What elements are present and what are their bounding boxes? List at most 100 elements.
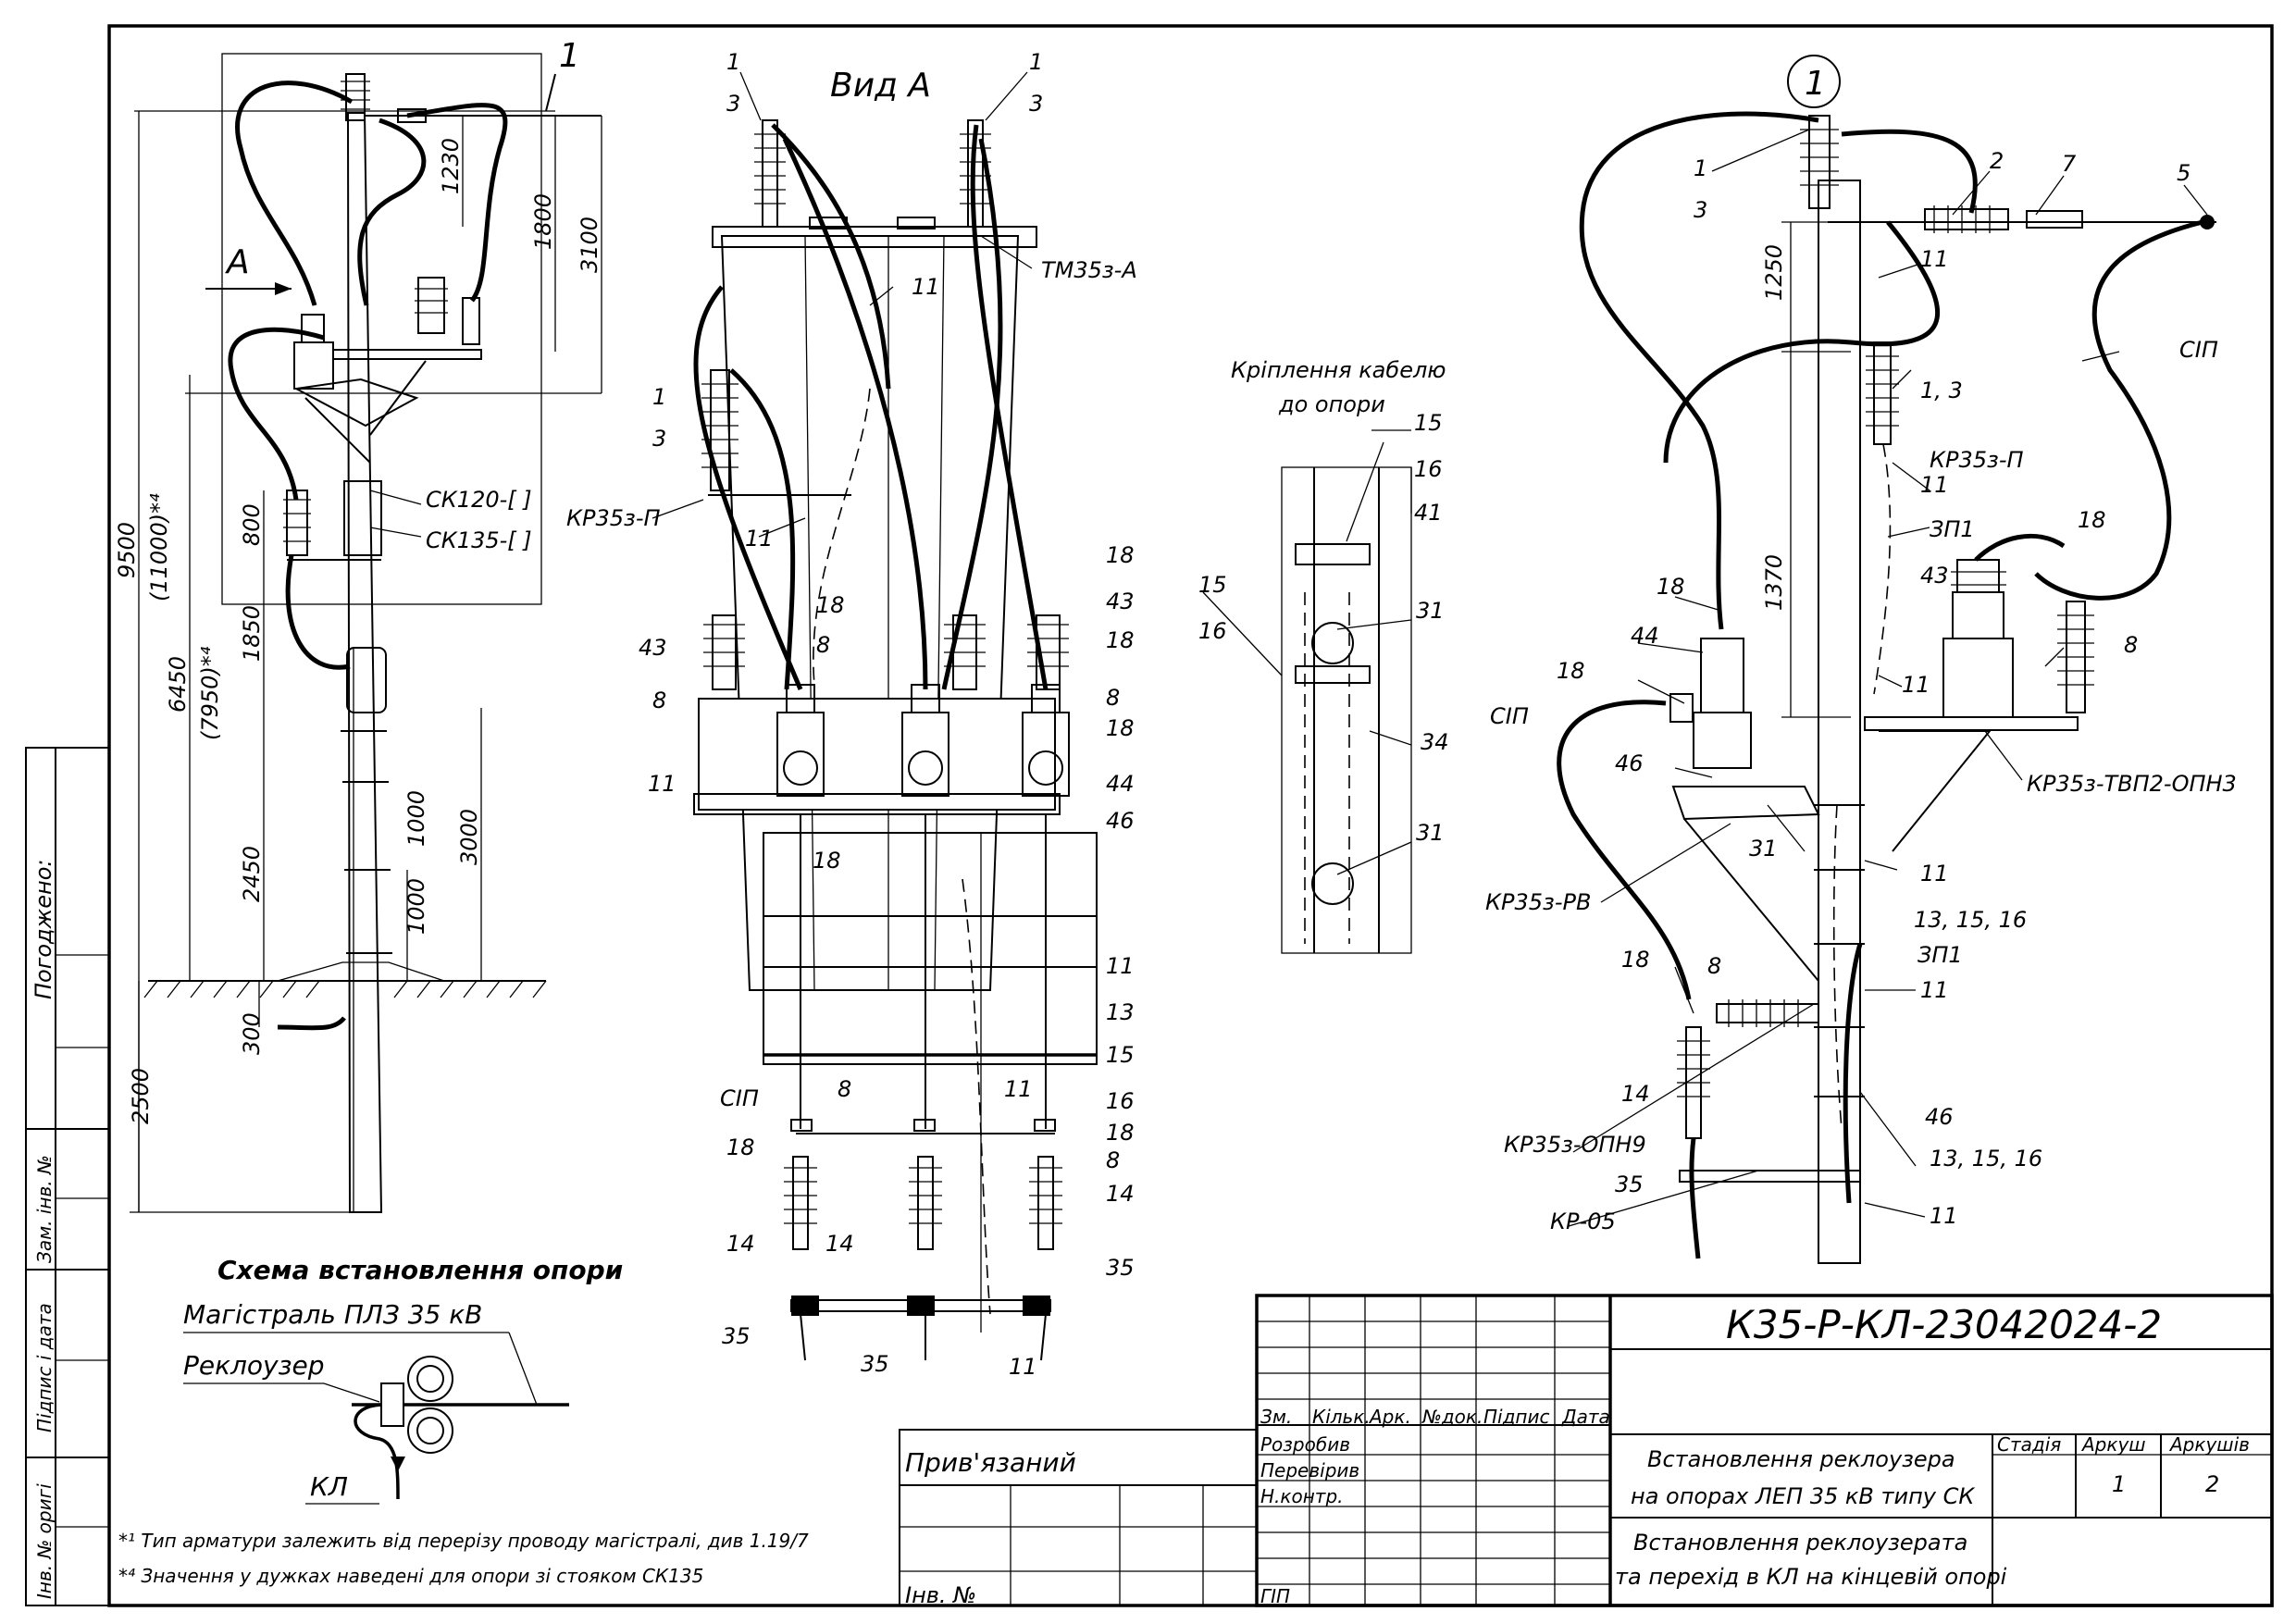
scheme-title: Схема встановлення опори xyxy=(217,1255,623,1285)
label-18-e: 18 xyxy=(813,848,841,874)
label-3-a: 3 xyxy=(726,91,740,117)
sign-date-label: Підпис і дата xyxy=(33,1303,56,1432)
label-16: 16 xyxy=(1106,1088,1135,1114)
r-label-18-c: 18 xyxy=(1557,658,1585,684)
label-1-a: 1 xyxy=(726,49,740,75)
r-label-11-a: 11 xyxy=(1920,246,1949,272)
r-label-18-d: 18 xyxy=(1621,947,1650,973)
dim-1230: 1230 xyxy=(438,138,464,194)
r-label-11-d: 11 xyxy=(1920,861,1949,886)
r-label-11-f: 11 xyxy=(1930,1203,1958,1229)
label-1-c: 1 xyxy=(652,384,666,410)
r-label-11-e: 11 xyxy=(1920,977,1949,1003)
right-detail-view: 1 1250 1 3 xyxy=(1485,55,2237,1264)
label-8-d: 8 xyxy=(838,1076,851,1102)
r-label-11-c: 11 xyxy=(1902,672,1930,698)
recloser-poles xyxy=(776,684,1070,797)
label-kr35z-p: КР35з-П xyxy=(566,505,661,531)
dim-7950: (7950)*⁴ xyxy=(197,646,223,740)
replaced-inv-label: Зам. інв. № xyxy=(33,1155,56,1263)
label-sip-a: СІП xyxy=(720,1085,759,1111)
r-label-5: 5 xyxy=(2177,160,2191,186)
dim-11000: (11000)*⁴ xyxy=(146,493,172,601)
label-35-a: 35 xyxy=(722,1323,751,1349)
inv-number-label: Інв. № xyxy=(905,1582,976,1608)
sheet-number: 1 xyxy=(2112,1471,2126,1497)
label-18-a: 18 xyxy=(1106,542,1135,568)
r-label-c1: 13, 15, 16 xyxy=(1914,907,2027,933)
r-label-18-b: 18 xyxy=(1657,574,1685,600)
pole-type-sk135: СК135-[ ] xyxy=(426,527,532,553)
col-header-pidpys: Підпис xyxy=(1483,1406,1550,1428)
stage-label: Стадія xyxy=(1997,1433,2061,1456)
label-8-b: 8 xyxy=(816,632,830,658)
r-label-8-b: 8 xyxy=(1707,953,1721,979)
r-label-8-a: 8 xyxy=(2124,632,2138,658)
r-label-1-3: 1, 3 xyxy=(1920,378,1963,403)
sheet-title-line-1: Встановлення реклоузерата xyxy=(1633,1530,1967,1556)
mount-label-31-a: 31 xyxy=(1416,598,1445,624)
pole-type-sk120: СК120-[ ] xyxy=(426,487,532,513)
mount-label-16-a: 16 xyxy=(1414,456,1443,482)
mount-label-31-b: 31 xyxy=(1416,820,1445,846)
label-11-a: 11 xyxy=(912,274,940,300)
label-18-f: 18 xyxy=(726,1134,755,1160)
col-header-ndok: №док. xyxy=(1421,1406,1483,1428)
label-18-b: 18 xyxy=(816,592,845,618)
r-label-31: 31 xyxy=(1749,836,1778,862)
right-view-mark: 1 xyxy=(1805,65,1826,103)
left-side-view: 1 A СК120-[ ] СК135-[ ] 1230 1800 3100 9… xyxy=(114,37,602,1213)
sheet-title-line-2: та перехід в КЛ на кінцевій опорі xyxy=(1615,1564,2007,1590)
dim-2450: 2450 xyxy=(239,846,265,902)
view-arrow-label: A xyxy=(225,243,250,281)
mount-label-15-a: 15 xyxy=(1414,410,1443,436)
r-label-kr35z-rv: КР35з-РВ xyxy=(1485,889,1591,915)
r-label-sip-2: СІП xyxy=(1490,703,1529,729)
r-label-2: 2 xyxy=(1990,148,2004,174)
r-label-c2: 13, 15, 16 xyxy=(1930,1146,2042,1172)
surge-arresters xyxy=(703,614,1069,690)
description-line-2: на опорах ЛЕП 35 кВ типу СК xyxy=(1631,1483,1975,1509)
note-1: *¹ Тип арматури залежить від перерізу пр… xyxy=(118,1530,809,1552)
label-11-d: 11 xyxy=(1106,953,1135,979)
label-35-b: 35 xyxy=(861,1351,889,1377)
mount-label-15-b: 15 xyxy=(1198,572,1227,598)
dim-9500: 9500 xyxy=(114,522,140,578)
label-11-b: 11 xyxy=(745,526,774,552)
r-label-14: 14 xyxy=(1621,1081,1650,1107)
r-label-kr-05: КР-05 xyxy=(1550,1209,1616,1234)
role-developed: Розробив xyxy=(1260,1433,1350,1456)
label-1-b: 1 xyxy=(1029,49,1043,75)
dim-1000-a: 1000 xyxy=(403,790,429,847)
role-checked: Перевірив xyxy=(1260,1459,1359,1481)
lower-insulators xyxy=(784,1156,1062,1250)
drawing-code: К35-Р-КЛ-23042024-2 xyxy=(1726,1302,2162,1347)
r-label-1: 1 xyxy=(1694,155,1707,181)
cable-mount-detail: Кріплення кабелю до опори 15 16 41 15 16… xyxy=(1198,357,1449,954)
r-label-46-b: 46 xyxy=(1925,1104,1954,1130)
mount-label-41: 41 xyxy=(1414,500,1443,526)
label-tm35z: ТМ35з-А xyxy=(1041,257,1137,283)
dim-1370: 1370 xyxy=(1761,554,1787,611)
sheets-total: 2 xyxy=(2205,1471,2219,1497)
r-label-3: 3 xyxy=(1694,197,1707,223)
dim-800: 800 xyxy=(239,503,265,546)
r-label-zp1-a: ЗП1 xyxy=(1930,516,1975,542)
r-label-7: 7 xyxy=(2062,151,2077,177)
dim-2500: 2500 xyxy=(128,1068,154,1124)
r-label-44: 44 xyxy=(1631,623,1659,649)
top-insulator-left xyxy=(754,119,786,228)
label-3-b: 3 xyxy=(1029,91,1043,117)
label-43-b: 43 xyxy=(1106,589,1135,614)
dim-300: 300 xyxy=(239,1012,265,1055)
label-11-e: 11 xyxy=(1004,1076,1033,1102)
installation-scheme: Схема встановлення опори Магістраль ПЛЗ … xyxy=(183,1255,623,1505)
dim-3100: 3100 xyxy=(577,217,602,273)
r-label-kr35z-tvp: КР35з-ТВП2-ОПН3 xyxy=(2027,771,2237,797)
note-2: *⁴ Значення у дужках наведені для опори … xyxy=(118,1565,703,1587)
agreed-label: Погоджено: xyxy=(31,860,56,999)
dim-1250: 1250 xyxy=(1761,244,1787,301)
label-11-c: 11 xyxy=(648,771,676,797)
sheet-label: Аркуш xyxy=(2080,1433,2146,1456)
